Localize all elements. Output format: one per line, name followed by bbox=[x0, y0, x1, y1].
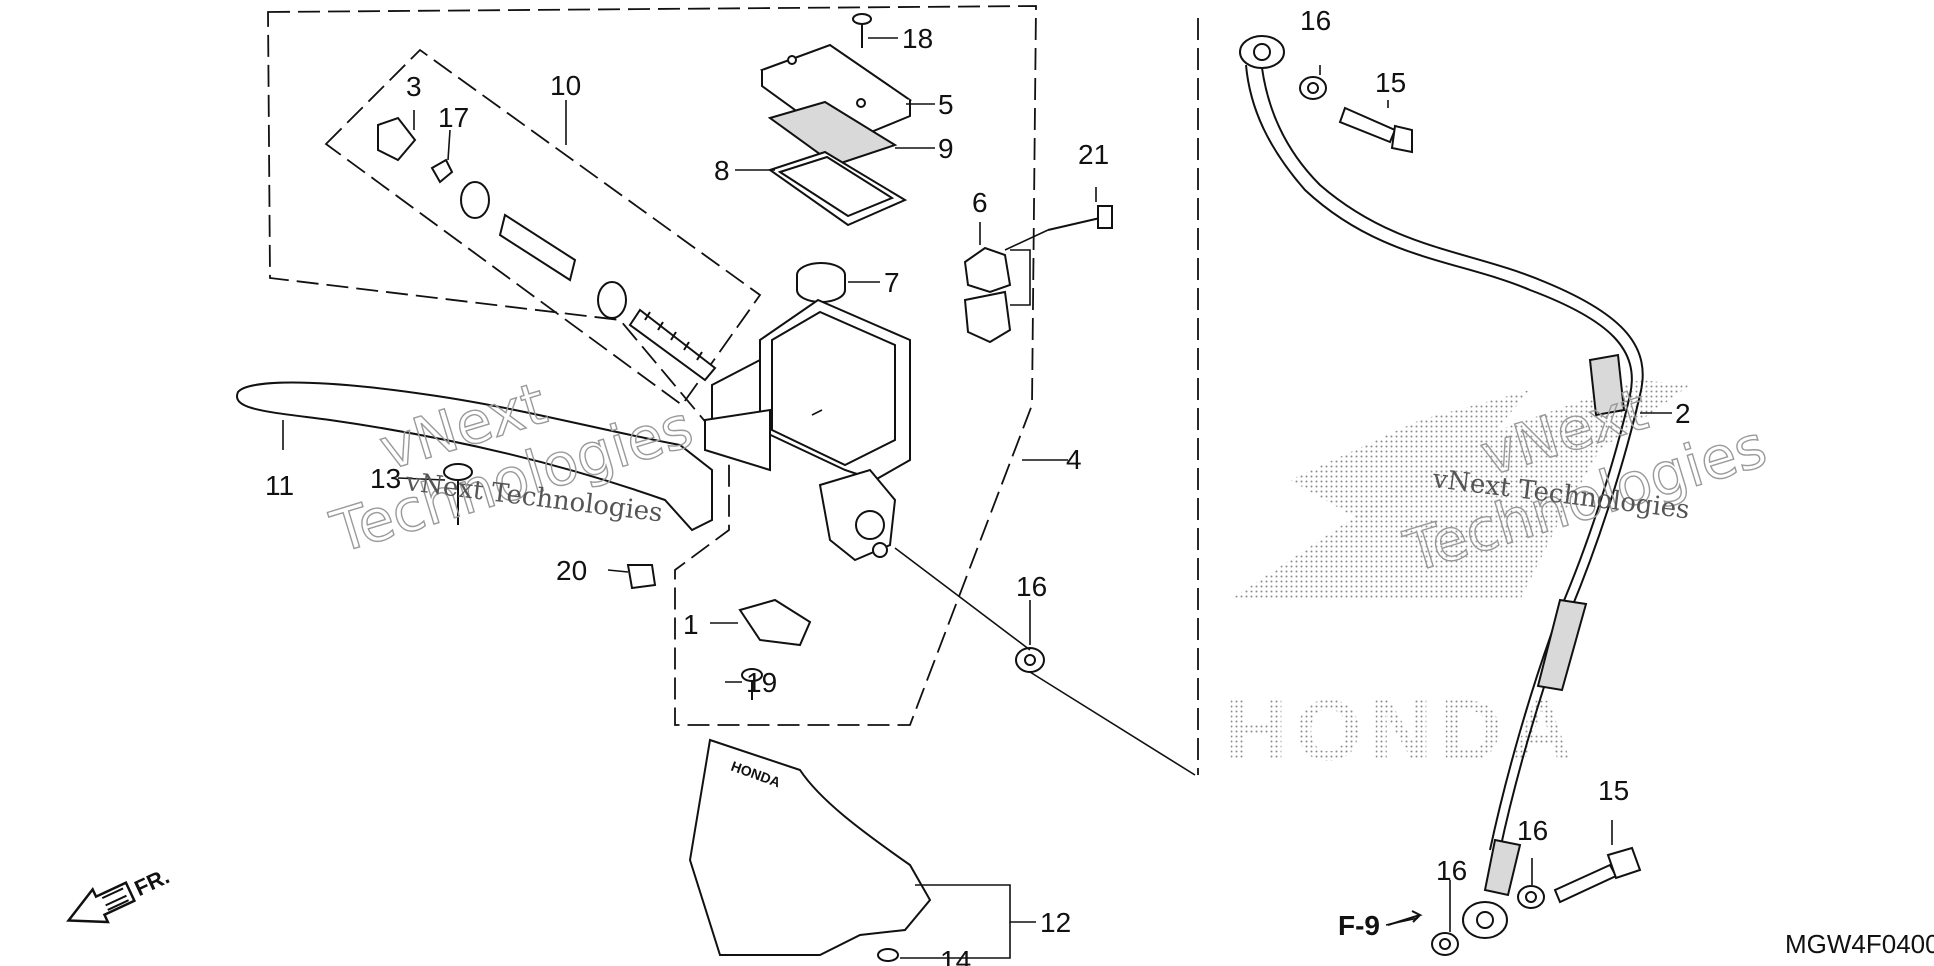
callout-1: 1 bbox=[683, 609, 699, 640]
leader-lines bbox=[282, 37, 1672, 959]
callout-11: 11 bbox=[265, 470, 294, 501]
callout-8: 8 bbox=[714, 155, 730, 186]
diaphragm-plate-9 bbox=[767, 100, 898, 167]
callout-16d: 16 bbox=[1436, 855, 1467, 886]
washer-16-bottom-right bbox=[1517, 885, 1545, 909]
lever-11 bbox=[236, 381, 713, 532]
callout-16b: 16 bbox=[1016, 571, 1047, 602]
bolt-21 bbox=[1047, 205, 1113, 231]
bolt-15-top bbox=[1338, 106, 1413, 154]
master-cylinder-body bbox=[704, 298, 911, 562]
callout-7: 7 bbox=[884, 267, 900, 298]
diagram-code: MGW4F0400 bbox=[1785, 929, 1934, 959]
front-label: FR. bbox=[131, 863, 174, 901]
assembly-4-boundary bbox=[267, 5, 1037, 726]
callout-6: 6 bbox=[972, 187, 988, 218]
callout-16a: 16 bbox=[1300, 5, 1331, 36]
assembly-10-boundary bbox=[324, 48, 762, 407]
float-7 bbox=[796, 262, 846, 303]
callout-9: 9 bbox=[938, 133, 954, 164]
hand-guard-12: HONDA bbox=[688, 738, 932, 956]
callout-20: 20 bbox=[556, 555, 587, 586]
washer-16-bottom-left bbox=[1431, 932, 1459, 956]
callout-2: 2 bbox=[1675, 398, 1691, 429]
callout-14: 14 bbox=[940, 945, 971, 966]
brake-hose-2 bbox=[1239, 35, 1644, 939]
callout-5: 5 bbox=[938, 89, 954, 120]
screw-18 bbox=[852, 13, 872, 48]
callout-19: 19 bbox=[746, 667, 777, 698]
callout-18: 18 bbox=[902, 23, 933, 54]
callout-12: 12 bbox=[1040, 907, 1071, 938]
screw-19 bbox=[741, 668, 763, 700]
front-direction-arrow: FR. bbox=[66, 863, 174, 924]
callout-15a: 15 bbox=[1375, 67, 1406, 98]
callout-3: 3 bbox=[406, 71, 422, 102]
switch-1 bbox=[738, 598, 812, 647]
honda-brand-text: HONDA bbox=[1225, 683, 1580, 779]
callout-16c: 16 bbox=[1517, 815, 1548, 846]
bolt-15-bottom bbox=[1553, 846, 1642, 904]
callout-21: 21 bbox=[1078, 139, 1109, 170]
ref-f9: F-9 bbox=[1338, 910, 1423, 941]
callout-10: 10 bbox=[550, 70, 581, 101]
lever-bolt-13 bbox=[443, 463, 473, 525]
washer-16-top bbox=[1299, 76, 1327, 100]
holder-6 bbox=[963, 246, 1012, 344]
reservoir-cap-5 bbox=[759, 43, 913, 146]
watermark-left: vNext Technologies bbox=[322, 368, 701, 567]
piston-kit-10 bbox=[377, 116, 717, 382]
ref-f9-label: F-9 bbox=[1338, 910, 1380, 941]
callout-13: 13 bbox=[370, 463, 401, 494]
callout-17: 17 bbox=[438, 102, 469, 133]
honda-wing-watermark: HONDA bbox=[1225, 380, 1690, 779]
washer-16-mid bbox=[1015, 647, 1045, 673]
screw-14 bbox=[877, 948, 899, 962]
callout-labels: 1 2 3 4 5 6 7 8 9 10 11 12 13 14 15 15 1… bbox=[265, 5, 1691, 966]
callout-15b: 15 bbox=[1598, 775, 1629, 806]
callout-4: 4 bbox=[1066, 444, 1082, 475]
nut-20 bbox=[626, 564, 657, 590]
diaphragm-8 bbox=[767, 150, 908, 227]
